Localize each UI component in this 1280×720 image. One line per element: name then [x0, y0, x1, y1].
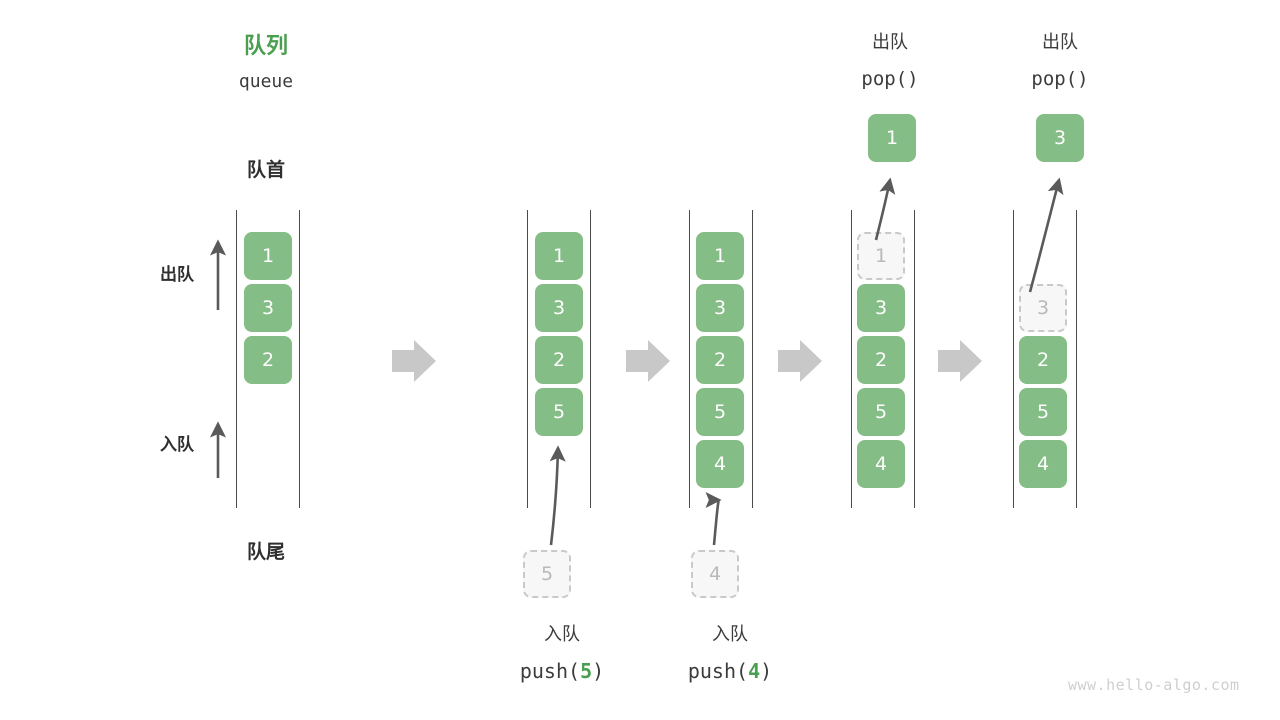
outgoing-ghost-cell: 3	[1019, 284, 1067, 332]
diagram-title-cn: 队列	[243, 34, 288, 59]
step-connector-arrow	[626, 340, 670, 382]
pop-title-code-step4: pop()	[1031, 68, 1089, 90]
enqueue-direction-label: 入队	[160, 435, 194, 455]
queue-rail-left-step0	[236, 210, 237, 508]
pop-title-cn-step3: 出队	[872, 32, 908, 53]
queue-rail-right-step4	[1076, 210, 1077, 508]
queue-cell: 5	[535, 388, 583, 436]
queue-cell: 2	[1019, 336, 1067, 384]
queue-cell: 4	[1019, 440, 1067, 488]
step-connector-arrow	[938, 340, 982, 382]
outgoing-ghost-cell: 1	[857, 232, 905, 280]
pop-title-cn-step4: 出队	[1042, 32, 1078, 53]
watermark: www.hello-algo.com	[1068, 676, 1240, 694]
queue-cell: 2	[857, 336, 905, 384]
queue-rail-left-step2	[689, 210, 690, 508]
queue-rail-right-step1	[590, 210, 591, 508]
push-code-suffix: )	[592, 659, 605, 683]
push-caption-code-step1: push(5)	[487, 661, 637, 681]
popped-cell: 3	[1036, 114, 1084, 162]
step-connector-arrow	[392, 340, 436, 382]
push-code-suffix: )	[760, 659, 773, 683]
queue-cell: 2	[696, 336, 744, 384]
step-connector-arrow	[778, 340, 822, 382]
queue-cell: 5	[857, 388, 905, 436]
push-code-prefix: push(	[519, 659, 581, 683]
push-arrow-step2	[705, 492, 722, 546]
queue-rail-right-step3	[914, 210, 915, 508]
push-arrow-step1	[549, 445, 566, 546]
queue-cell: 2	[244, 336, 292, 384]
queue-cell: 5	[1019, 388, 1067, 436]
queue-cell: 5	[696, 388, 744, 436]
queue-cell: 3	[535, 284, 583, 332]
front-label: 队首	[246, 159, 285, 181]
queue-cell: 3	[857, 284, 905, 332]
queue-rail-left-step4	[1013, 210, 1014, 508]
pop-title-code-step3: pop()	[861, 68, 919, 90]
queue-rail-right-step0	[299, 210, 300, 508]
queue-cell: 1	[535, 232, 583, 280]
push-caption-cn-step1: 入队	[544, 624, 580, 645]
queue-cell: 3	[244, 284, 292, 332]
queue-rail-left-step3	[851, 210, 852, 508]
push-caption-code-step2: push(4)	[655, 661, 805, 681]
queue-cell: 1	[244, 232, 292, 280]
pop-arrow-step4	[1028, 177, 1064, 293]
queue-cell: 4	[696, 440, 744, 488]
dequeue-direction-label: 出队	[160, 265, 194, 285]
pop-arrow-step3	[874, 177, 896, 241]
push-code-value: 4	[748, 659, 761, 683]
queue-rail-left-step1	[527, 210, 528, 508]
diagram-title-en: queue	[238, 71, 294, 92]
incoming-ghost-cell: 5	[523, 550, 571, 598]
push-caption-cn-step2: 入队	[712, 624, 748, 645]
push-code-prefix: push(	[687, 659, 749, 683]
incoming-ghost-cell: 4	[691, 550, 739, 598]
rear-label: 队尾	[246, 541, 285, 563]
queue-cell: 1	[696, 232, 744, 280]
popped-cell: 1	[868, 114, 916, 162]
queue-rail-right-step2	[752, 210, 753, 508]
push-code-value: 5	[580, 659, 593, 683]
queue-cell: 3	[696, 284, 744, 332]
queue-cell: 2	[535, 336, 583, 384]
queue-cell: 4	[857, 440, 905, 488]
